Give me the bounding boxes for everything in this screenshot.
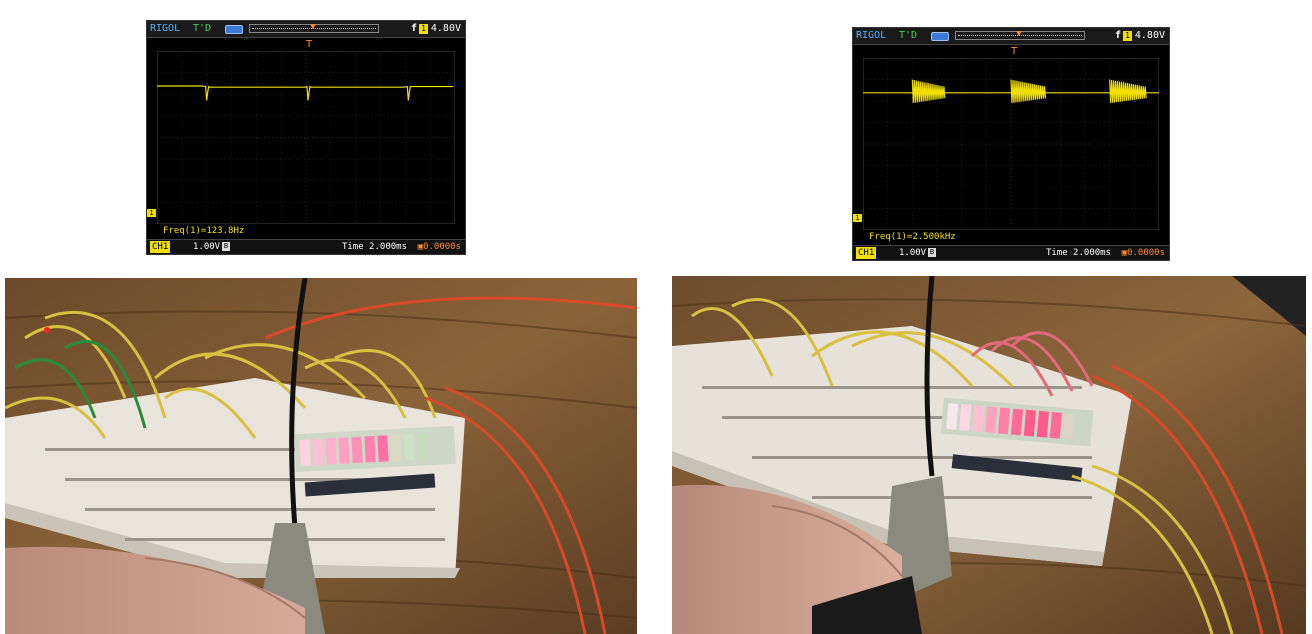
led-bargraph: [299, 433, 428, 466]
breadboard-photo-2: [672, 276, 1306, 634]
memory-depth-bar: ▼: [955, 29, 1085, 40]
volts-per-div: 1.00V: [193, 242, 221, 252]
trigger-position-icon: ▼: [310, 22, 316, 32]
scope-bottom-bar: CH1 1.00V B Time 2.000ms ▣0.0000s: [853, 245, 1169, 260]
scope-status-bar: RIGOL T'D ▼ f 1 4.80V: [147, 21, 465, 38]
scope-status-bar: RIGOL T'D ▼ f 1 4.80V: [853, 28, 1169, 45]
brand-label: RIGOL: [856, 30, 887, 41]
trigger-state: T'D: [899, 30, 918, 41]
scope-grid: [863, 58, 1159, 230]
breadboard-photo-1: [5, 278, 637, 634]
volts-per-div: 1.00V: [899, 248, 927, 258]
trigger-marker-icon: T: [305, 39, 313, 50]
memory-icon: [225, 25, 243, 34]
scope-bottom-bar: CH1 1.00V B Time 2.000ms ▣0.0000s: [147, 239, 465, 254]
led-bargraph: [946, 402, 1075, 440]
trigger-position-icon: ▼: [1016, 29, 1022, 39]
breadboard-photo-art: [5, 278, 637, 634]
waveform-display: [863, 58, 1159, 230]
bandwidth-limit-badge: B: [928, 248, 936, 257]
bandwidth-limit-badge: B: [222, 242, 230, 251]
rising-edge-icon: f: [1114, 30, 1121, 41]
trigger-offset: ▣0.0000s: [417, 242, 461, 252]
channel-label: CH1: [856, 247, 877, 259]
brand-label: RIGOL: [150, 23, 181, 34]
trigger-offset: ▣0.0000s: [1121, 248, 1165, 258]
trigger-channel-badge: 1: [1123, 31, 1132, 41]
ground-level-marker: 1: [147, 209, 156, 217]
memory-depth-bar: ▼: [249, 22, 379, 33]
frequency-readout: Freq(1)=123.8Hz: [163, 226, 245, 236]
scope-grid: [157, 51, 455, 224]
breadboard-photo-art: [672, 276, 1306, 634]
oscilloscope-screen-1: RIGOL T'D ▼ f 1 4.80V T 1 Freq(1)=123.8H…: [146, 20, 466, 255]
waveform-display: [157, 51, 455, 224]
trigger-level: 4.80V: [430, 23, 461, 34]
channel-label: CH1: [150, 241, 171, 253]
ground-level-marker: 1: [853, 214, 862, 222]
oscilloscope-screen-2: RIGOL T'D ▼ f 1 4.80V T 1 Freq(1)=2.500k…: [852, 27, 1170, 261]
time-base: Time 2.000ms: [341, 242, 407, 252]
memory-icon: [931, 32, 949, 41]
rising-edge-icon: f: [410, 23, 417, 34]
trigger-level: 4.80V: [1134, 30, 1165, 41]
trigger-channel-badge: 1: [419, 24, 428, 34]
time-base: Time 2.000ms: [1045, 248, 1111, 258]
trigger-state: T'D: [193, 23, 212, 34]
trigger-marker-icon: T: [1010, 46, 1018, 57]
frequency-readout: Freq(1)=2.500kHz: [869, 232, 956, 242]
